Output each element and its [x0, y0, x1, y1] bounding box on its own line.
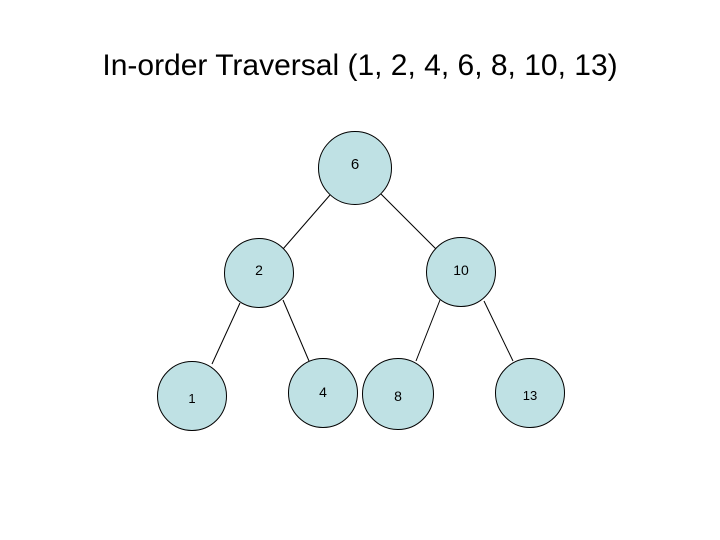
- tree-edge: [483, 300, 514, 362]
- tree-node[interactable]: 10: [426, 237, 496, 307]
- tree-node-label: 2: [255, 262, 263, 278]
- tree-node[interactable]: 1: [157, 361, 227, 431]
- tree-node-label: 1: [188, 390, 196, 406]
- tree-edge: [211, 302, 241, 365]
- tree-edge: [415, 299, 441, 362]
- tree-node[interactable]: 4: [288, 358, 358, 428]
- tree-edge: [282, 299, 310, 362]
- tree-node-label: 8: [394, 388, 402, 404]
- tree-node[interactable]: 6: [318, 131, 392, 205]
- tree-node[interactable]: 2: [224, 238, 294, 308]
- tree-node[interactable]: 8: [362, 358, 434, 430]
- tree-node-label: 6: [350, 155, 360, 173]
- tree-edge: [380, 193, 438, 251]
- tree-node[interactable]: 13: [495, 358, 565, 428]
- edges-group: [211, 193, 514, 365]
- tree-node-label: 13: [522, 387, 538, 403]
- tree-edge: [282, 194, 331, 250]
- tree-node-label: 4: [319, 384, 327, 400]
- page-title: In-order Traversal (1, 2, 4, 6, 8, 10, 1…: [102, 49, 618, 82]
- tree-node-label: 10: [453, 262, 469, 278]
